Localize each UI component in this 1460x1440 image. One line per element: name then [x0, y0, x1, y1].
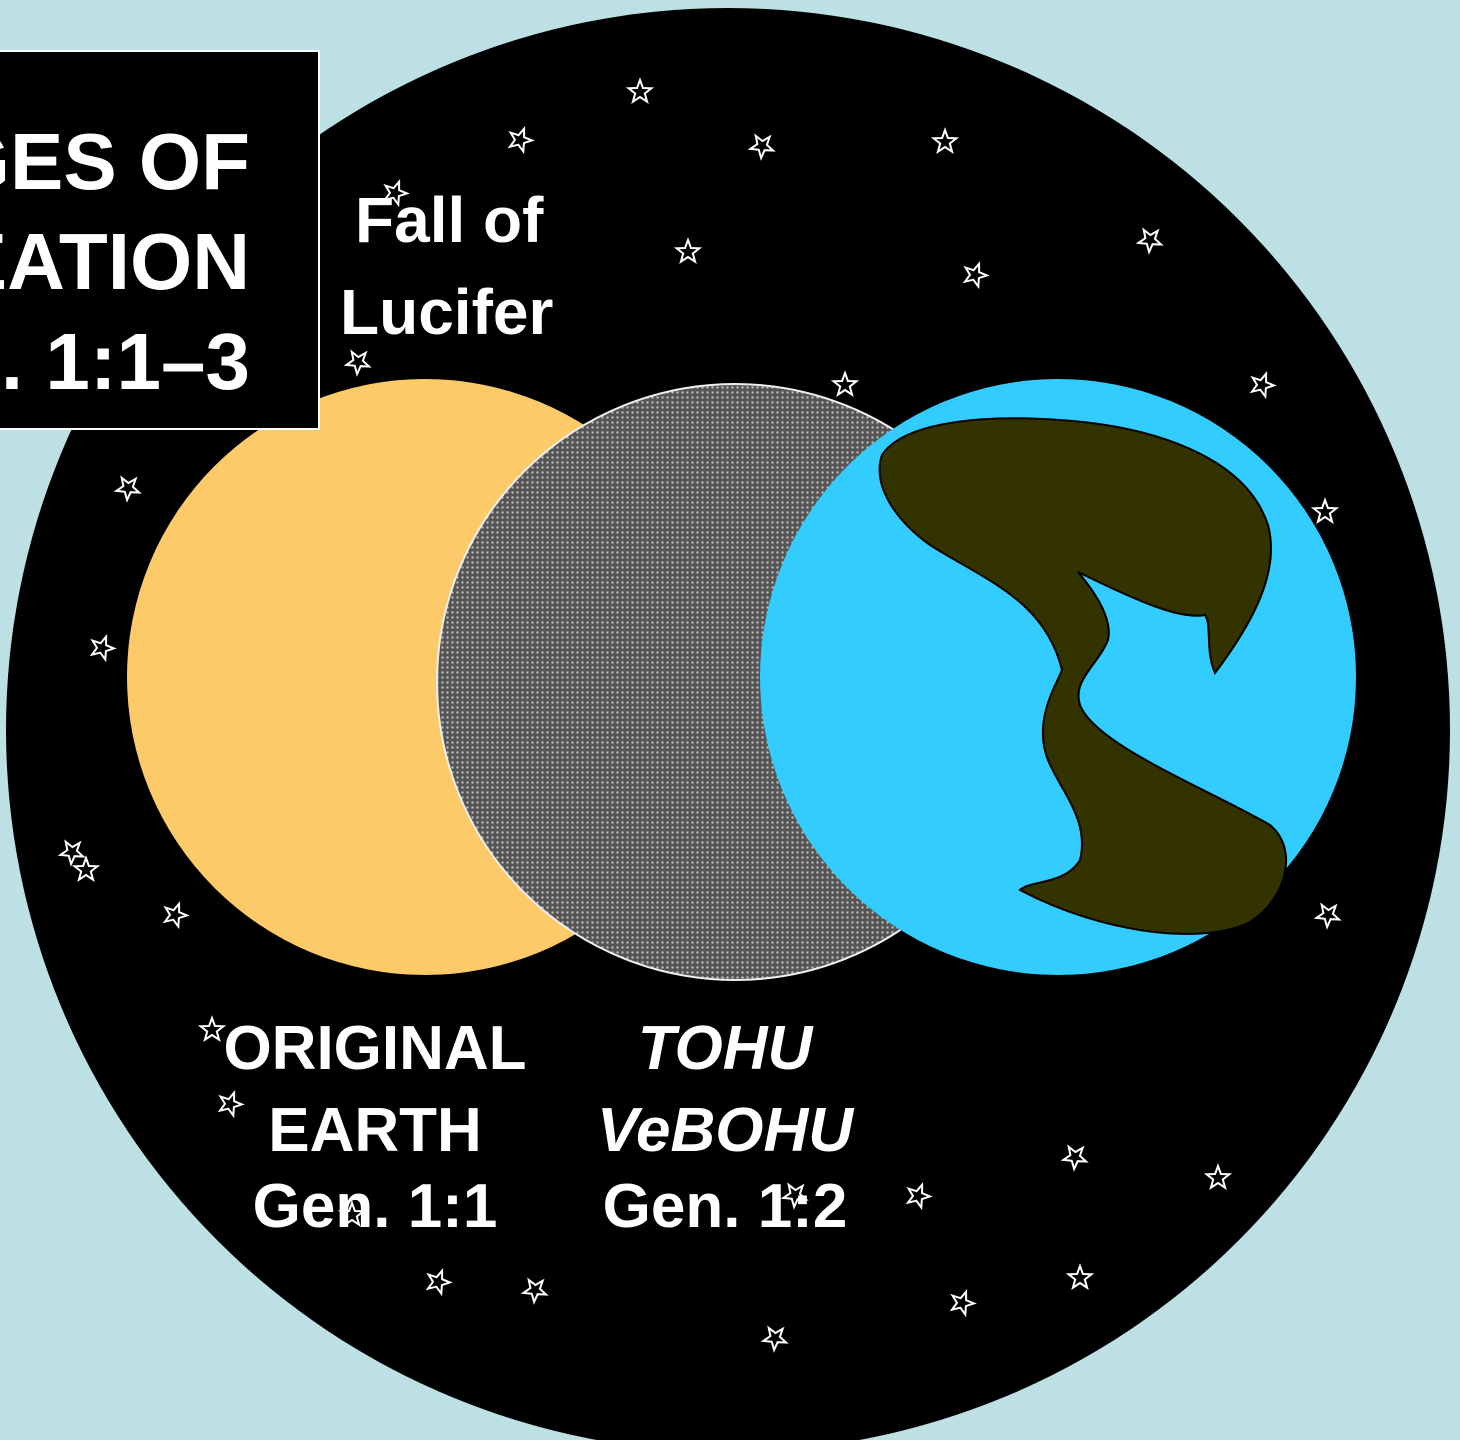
title-box: STAGES OF CREATION Gen. 1:1–3	[0, 50, 320, 430]
title-line-2: CREATION	[0, 222, 250, 302]
tohu-reference: Gen. 1:2	[570, 1176, 880, 1238]
event-label-line-2: Lucifer	[340, 280, 590, 344]
original-earth-label-1: ORIGINAL	[210, 1018, 540, 1080]
original-earth-label-2: EARTH	[210, 1100, 540, 1162]
tohu-label-1: TOHU	[570, 1018, 880, 1080]
original-earth-reference: Gen. 1:1	[210, 1176, 540, 1238]
title-line-1: STAGES OF	[0, 122, 250, 202]
event-label-line-1: Fall of	[355, 188, 595, 252]
title-line-3: Gen. 1:1–3	[0, 322, 250, 402]
tohu-label-2: VeBOHU	[570, 1100, 880, 1162]
